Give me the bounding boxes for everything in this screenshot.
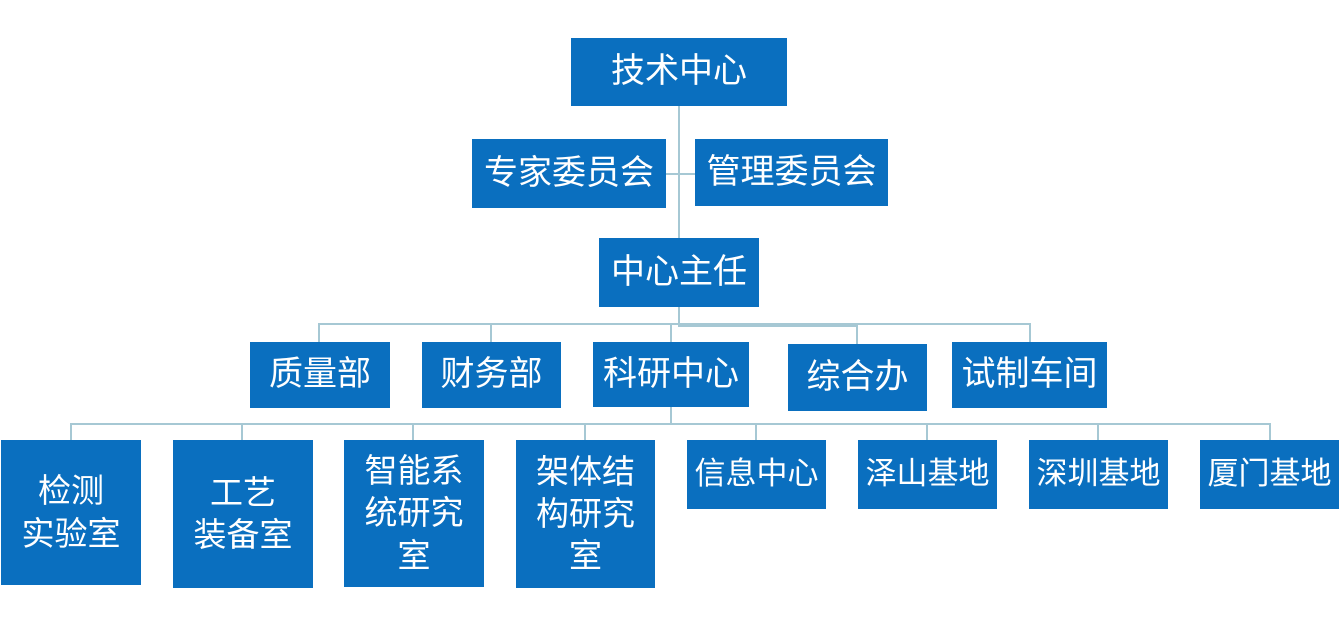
node-director-label: 中心主任 — [611, 251, 747, 292]
connector-unit-2 — [241, 423, 243, 440]
node-director: 中心主任 — [599, 238, 759, 307]
node-dept-quality: 质量部 — [250, 342, 390, 408]
connector-committee-left — [666, 173, 696, 175]
connector-dept-general-bend — [678, 325, 858, 327]
node-dept-general: 综合办 — [788, 344, 927, 411]
connector-unit-8 — [1269, 423, 1271, 440]
connector-director-down — [678, 307, 680, 325]
node-unit-intelligent-systems: 智能系 统研究 室 — [344, 440, 484, 587]
node-dept-research-label: 科研中心 — [603, 353, 739, 394]
node-committee-management: 管理委员会 — [695, 139, 888, 206]
connector-dept-workshop — [1029, 323, 1031, 342]
node-unit-info-center: 信息中心 — [687, 440, 826, 509]
node-unit-intelligent-systems-label: 智能系 统研究 室 — [364, 451, 464, 575]
connector-research-down — [670, 407, 672, 425]
node-unit-zeshan-base: 泽山基地 — [858, 440, 997, 509]
node-unit-testing-lab-label: 检测 实验室 — [21, 471, 121, 553]
node-unit-xiamen-base: 厦门基地 — [1200, 440, 1339, 509]
connector-departments-bus — [318, 323, 1030, 325]
node-unit-process-equipment-label: 工艺 装备室 — [193, 472, 293, 554]
node-committee-experts: 专家委员会 — [472, 139, 666, 208]
node-committee-management-label: 管理委员会 — [706, 151, 877, 192]
node-root: 技术中心 — [571, 38, 787, 106]
node-dept-workshop: 试制车间 — [952, 342, 1107, 408]
node-unit-testing-lab: 检测 实验室 — [1, 440, 141, 585]
node-unit-info-center-label: 信息中心 — [694, 455, 819, 492]
connector-dept-quality — [318, 323, 320, 342]
connector-unit-1 — [70, 423, 72, 440]
node-unit-frame-structure: 架体结 构研究 室 — [516, 440, 655, 588]
connector-dept-finance — [490, 323, 492, 342]
node-dept-quality-label: 质量部 — [269, 354, 371, 395]
node-dept-workshop-label: 试制车间 — [961, 354, 1098, 395]
connector-unit-3 — [412, 423, 414, 440]
node-unit-zeshan-base-label: 泽山基地 — [865, 455, 990, 492]
connector-units-bus — [70, 423, 1271, 425]
connector-root-director — [678, 106, 680, 238]
node-dept-general-label: 综合办 — [806, 356, 909, 397]
node-unit-xiamen-base-label: 厦门基地 — [1207, 455, 1332, 492]
node-committee-experts-label: 专家委员会 — [484, 152, 654, 193]
node-unit-frame-structure-label: 架体结 构研究 室 — [536, 451, 635, 576]
connector-unit-7 — [1097, 423, 1099, 440]
node-unit-process-equipment: 工艺 装备室 — [173, 440, 313, 588]
connector-unit-5 — [755, 423, 757, 440]
connector-dept-research — [670, 323, 672, 342]
connector-dept-general — [856, 325, 858, 344]
node-dept-finance: 财务部 — [422, 342, 561, 408]
node-dept-research: 科研中心 — [593, 342, 749, 407]
connector-unit-6 — [926, 423, 928, 440]
connector-unit-4 — [584, 423, 586, 440]
node-dept-finance-label: 财务部 — [440, 354, 543, 395]
node-unit-shenzhen-base-label: 深圳基地 — [1036, 455, 1161, 492]
node-unit-shenzhen-base: 深圳基地 — [1029, 440, 1168, 509]
node-root-label: 技术中心 — [611, 51, 747, 92]
